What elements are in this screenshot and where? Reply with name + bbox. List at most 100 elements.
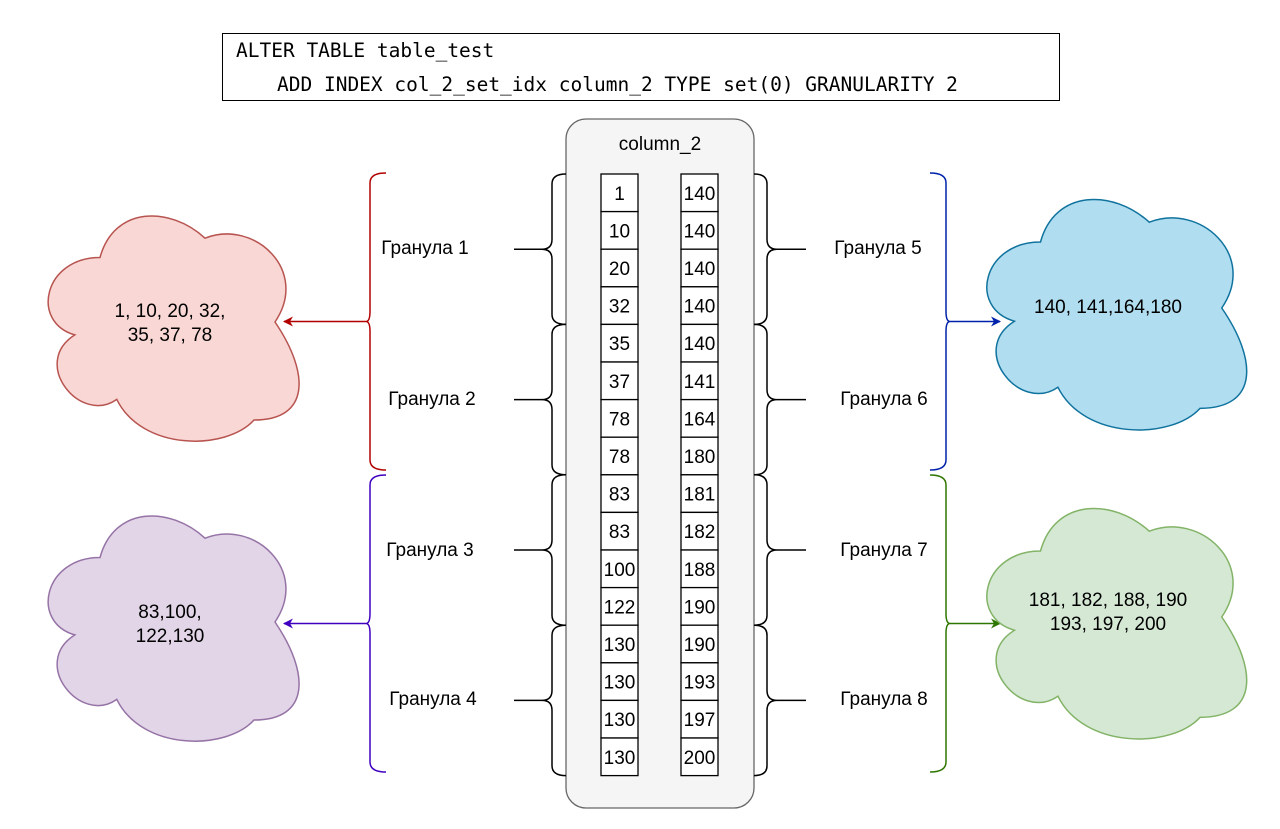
left-cell-value: 37 [609,372,630,393]
left-cell-value: 78 [609,447,630,468]
outer-bracket [365,172,387,471]
left-brace [541,474,567,626]
sql-line-1: ALTER TABLE table_test [236,39,495,62]
right-value-cells: 140 140 140 140 140 141 164 180 181 182 188 190 190 1… [680,173,719,777]
left-cell [600,323,639,363]
granule-label-5: Гранула 5 [834,238,921,259]
left-cell-value: 83 [609,485,630,506]
inner-braces [514,173,806,777]
left-cell [600,624,639,664]
left-cell [600,737,639,777]
cloud-text-line: 1, 10, 20, 32, [115,301,226,322]
left-brace [541,173,567,326]
left-cell-value: 1 [614,184,625,205]
right-cell-value: 140 [684,334,716,355]
right-cell-value: 190 [684,597,716,618]
sql-line-2: ADD INDEX col_2_set_idx column_2 TYPE se… [277,73,958,96]
right-cell-value: 182 [684,522,716,543]
right-cell [680,737,719,777]
left-brace [541,323,567,476]
outer-bracket [365,474,387,773]
left-cell [600,549,639,589]
cloud-text-line: 140, 141,164,180 [1034,297,1182,318]
column-container [565,118,755,809]
right-cell-value: 140 [684,297,716,318]
right-cell-value: 200 [684,748,716,769]
left-cell [600,511,639,551]
column-title: column_2 [619,134,701,155]
left-cell [600,586,639,626]
right-cell-value: 140 [684,221,716,242]
right-cell [680,662,719,702]
cloud-text-line: 193, 197, 200 [1050,614,1166,635]
right-cell-value: 181 [684,485,716,506]
granule-label-1: Гранула 1 [381,238,468,259]
left-cell [600,286,639,326]
granule-label-3: Гранула 3 [386,540,473,561]
cloud-text-line: 122,130 [136,626,205,647]
right-brace [753,474,778,626]
right-cell-value: 164 [684,409,716,430]
right-cell-value: 180 [684,447,716,468]
value-set-cloud [47,215,300,442]
right-brace [753,624,778,777]
left-cell-value: 78 [609,409,630,430]
right-cell-value: 188 [684,560,716,581]
left-cell [600,436,639,476]
left-cell-value: 10 [609,221,630,242]
right-cell [680,549,719,589]
right-cell [680,361,719,401]
granule-label-7: Гранула 7 [840,540,927,561]
left-brace [541,624,567,777]
left-cell [600,248,639,288]
left-cell-value: 32 [609,297,630,318]
right-cell-value: 141 [684,372,716,393]
granule-label-8: Гранула 8 [840,689,927,710]
outer-bracket [929,172,951,471]
right-cell-value: 190 [684,635,716,656]
left-cell [600,173,639,213]
left-cell [600,699,639,739]
right-cell [680,624,719,664]
right-brace [753,173,778,326]
right-cell [680,436,719,476]
right-cell [680,210,719,250]
outer-bracket [929,474,951,773]
granule-label-2: Гранула 2 [388,389,475,410]
clouds: 1, 10, 20, 32, 35, 37, 78 83,100, 122,130 14… [47,198,1248,742]
left-cell-value: 130 [604,710,636,731]
granule-label-6: Гранула 6 [840,389,927,410]
right-cell [680,286,719,326]
right-cell-value: 197 [684,710,716,731]
outer-brackets [283,172,1001,773]
right-cell [680,248,719,288]
left-cell-value: 35 [609,334,630,355]
cloud-text-line: 83,100, [138,602,201,623]
value-set-cloud [47,515,300,742]
left-cell-value: 130 [604,673,636,694]
right-cell-value: 140 [684,184,716,205]
left-cell [600,361,639,401]
value-set-cloud [986,507,1248,740]
right-cell-value: 193 [684,673,716,694]
right-brace [753,323,778,476]
left-cell [600,662,639,702]
granule-labels: Гранула 1 Гранула 2 Гранула 3 Гранула 4 … [381,238,927,710]
left-cell-value: 100 [604,560,636,581]
granule-label-4: Гранула 4 [389,689,477,710]
left-cell [600,210,639,250]
right-cell-value: 140 [684,259,716,280]
cloud-text-line: 181, 182, 188, 190 [1029,590,1187,611]
left-cell-value: 20 [609,259,630,280]
sql-code-box: ALTER TABLE table_test ADD INDEX col_2_s… [222,33,1060,101]
left-cell-value: 122 [604,597,636,618]
right-cell [680,398,719,438]
right-cell [680,699,719,739]
left-cell [600,398,639,438]
left-cell-value: 83 [609,522,630,543]
value-set-cloud [986,198,1248,431]
cloud-text-line: 35, 37, 78 [128,325,213,346]
left-cell-value: 130 [604,635,636,656]
